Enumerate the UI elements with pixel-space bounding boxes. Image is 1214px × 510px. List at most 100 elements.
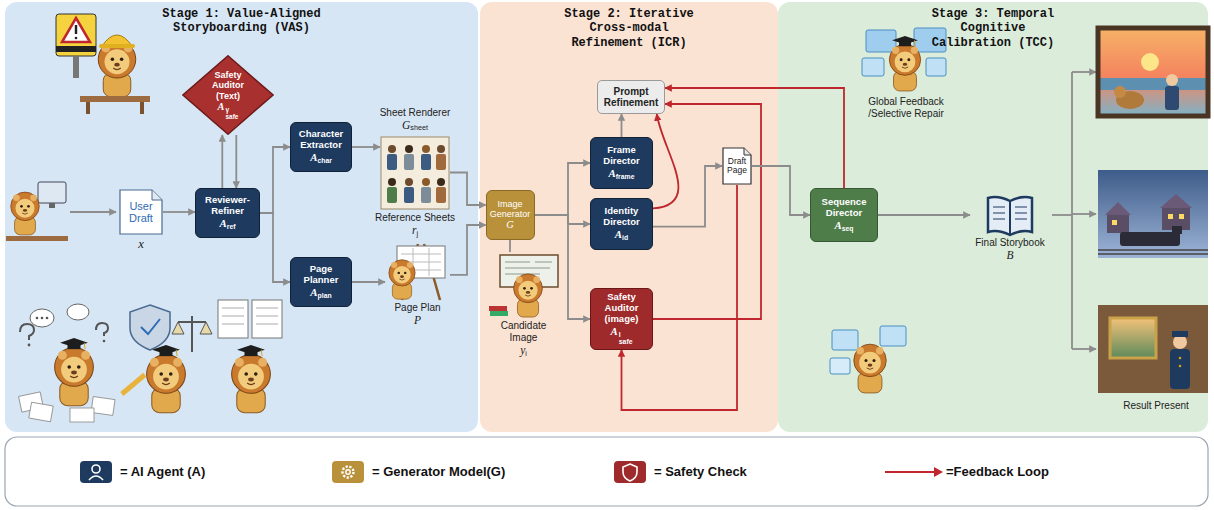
text-line: Prompt Refinement [601, 86, 661, 109]
stage-title: Stage 2: Iterative Cross-modal Refinemen… [564, 7, 694, 50]
subscript: char [317, 157, 331, 164]
result-image-portrait [1098, 305, 1208, 393]
agent-box: Reviewer-RefinerAref [195, 188, 260, 238]
node-label: Image Generator [490, 199, 531, 219]
text-line: G [490, 219, 531, 231]
storybook-figure: Final StorybookB [970, 195, 1050, 235]
flow-arrow [450, 225, 486, 275]
agent-box: Page PlannerAplan [290, 257, 352, 307]
text-line: P [378, 314, 458, 328]
node-label: User Draft [129, 200, 153, 224]
text-group: Safety Auditor (Text)Aγsafe [200, 70, 256, 120]
math-symbol: r [412, 224, 416, 236]
text-group: Safety Auditor (image)AIsafe [594, 292, 649, 346]
node-label: Page Plan [394, 302, 440, 313]
flow-arrow [352, 146, 380, 148]
math-symbol: y [520, 344, 525, 356]
easel-lion-illustration [389, 244, 445, 300]
math-symbol: G [402, 119, 410, 131]
subscript: plan [318, 292, 332, 299]
text-line: Aseq [814, 219, 874, 233]
result-image-sunset [1098, 28, 1208, 116]
text-line: User Draft [121, 200, 161, 224]
text-line: Candidate Image [492, 320, 556, 344]
subscript: safe [619, 339, 633, 346]
decision-diamond: Safety Auditor (Text)Aγsafe [182, 55, 274, 135]
node-label: Character Extractor [299, 128, 343, 150]
text-line: Gsheet [370, 119, 460, 133]
text-line: Stage 3: Temporal Cognitive Calibration … [926, 7, 1061, 50]
storybook-icon [988, 197, 1032, 235]
node-label: Final Storybook [975, 237, 1044, 248]
text-group: Stage 1: Value-Aligned Storyboarding (VA… [161, 7, 323, 36]
stage-panels [5, 2, 1208, 506]
generator-box: Image GeneratorG [486, 190, 535, 240]
text-line: Aref [199, 217, 256, 231]
subscript: ref [227, 223, 236, 230]
node-label: Identity Director [603, 205, 639, 227]
flow-arrow [653, 166, 722, 227]
legend-text: =Feedback Loop [946, 464, 1049, 480]
feedback-arrow [653, 104, 761, 319]
flow-arrow [535, 215, 591, 224]
stage-panel: Stage 2: Iterative Cross-modal Refinemen… [480, 2, 778, 432]
legend-text: = Safety Check [654, 464, 747, 480]
feedback-arrow [653, 114, 678, 208]
math-symbol: A [615, 228, 622, 240]
text-line: Aframe [594, 167, 649, 181]
text-line: Safety Auditor (Text) [200, 70, 256, 101]
document-shape: Draft Page [722, 147, 752, 185]
text-line: Identity Director [594, 206, 649, 228]
text-group: Reviewer-RefinerAref [199, 195, 256, 230]
subscript: i [525, 349, 527, 358]
text-group: Page PlanP [378, 302, 458, 328]
result-branch-arrows [1052, 72, 1096, 349]
text-group: Stage 2: Iterative Cross-modal Refinemen… [553, 7, 705, 50]
text-line: Stage 2: Iterative Cross-modal Refinemen… [553, 7, 705, 50]
legend-text: = Generator Model(G) [372, 464, 505, 480]
annotation-label: Result Present [1108, 400, 1204, 412]
flow-arrow [221, 135, 223, 188]
math-symbol: A [609, 167, 616, 179]
math-symbol: G [506, 219, 513, 230]
text-line: Sheet Renderer [370, 107, 460, 119]
text-line: Reference Sheets [367, 212, 463, 224]
flow-arrow [752, 166, 810, 215]
stage-title: Stage 3: Temporal Cognitive Calibration … [932, 7, 1054, 50]
text-group: Frame DirectorAframe [594, 145, 649, 180]
text-line: Aid [594, 228, 649, 242]
legend-swatch [332, 461, 364, 483]
node-label: Reference Sheets [375, 212, 455, 223]
node-label: Safety Auditor (Text) [212, 70, 244, 101]
text-line: Draft Page [723, 157, 751, 176]
flow-arrow [260, 213, 290, 282]
node-label: Candidate Image [501, 320, 547, 343]
text-group: Reference Sheetsrj [367, 212, 463, 238]
feedback-arrow [665, 88, 844, 188]
text-line: Achar [294, 151, 348, 165]
text-line: rj [367, 224, 463, 238]
node-label: Sheet Renderer [380, 107, 451, 118]
result-image-train [1098, 170, 1208, 258]
text-line: AIsafe [594, 325, 649, 346]
text-group: Final StorybookB [962, 237, 1058, 263]
legend-text: = AI Agent (A) [120, 464, 205, 480]
math-symbol: A [219, 217, 226, 229]
subscript: j [416, 229, 418, 238]
sheets-lion-illustration [218, 300, 282, 413]
text-line: Sequence Director [814, 197, 874, 219]
safety-box: Safety Auditor (image)AIsafe [590, 288, 653, 350]
text-line: Page Plan [378, 302, 458, 314]
agent-box: Character ExtractorAchar [290, 122, 352, 172]
page-plan-figure: Page PlanP [385, 240, 450, 300]
subscript: frame [616, 173, 635, 180]
annotation-label: Global Feedback /Selective Repair [858, 96, 954, 120]
process-box: Prompt Refinement [597, 80, 665, 114]
text-group: Sheet RendererGsheet [370, 107, 460, 133]
node-label: Prompt Refinement [604, 86, 658, 109]
computer-lion-illustration [6, 182, 116, 241]
text-group: Candidate Imageyi [492, 320, 556, 358]
text-group: Character ExtractorAchar [294, 129, 348, 164]
text-group: Page PlannerAplan [294, 264, 348, 299]
